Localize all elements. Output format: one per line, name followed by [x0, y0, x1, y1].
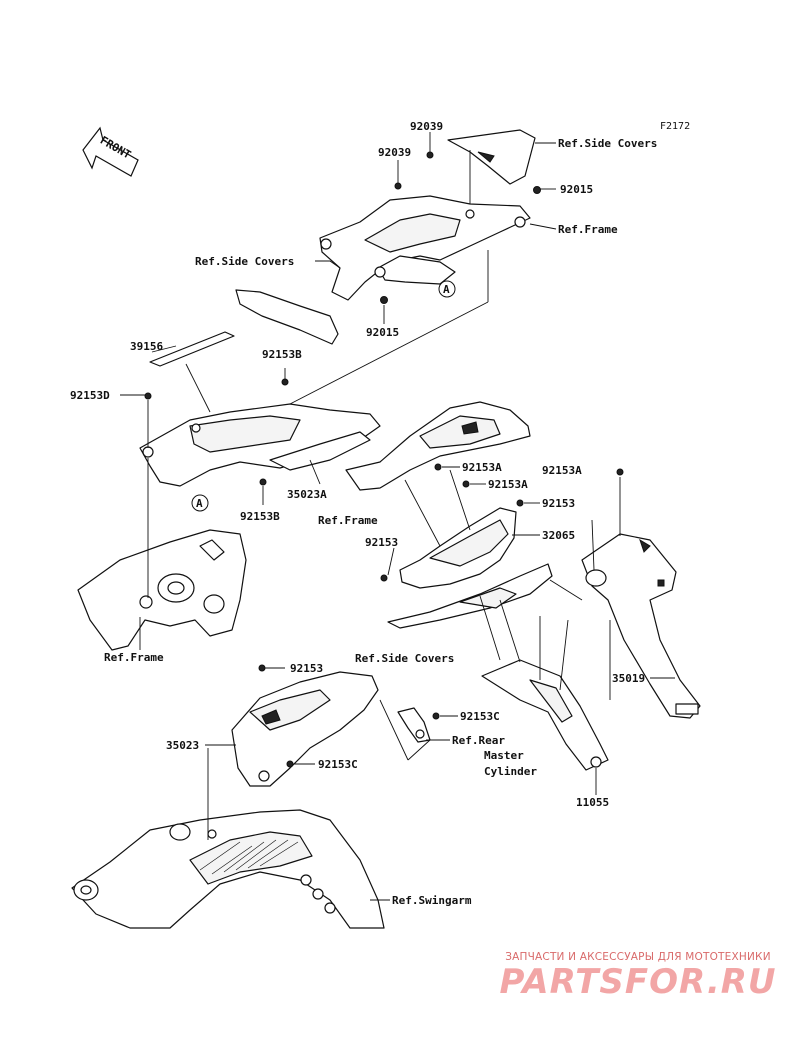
callout-92153a: 92153A — [488, 478, 528, 491]
callout-39156: 39156 — [130, 340, 163, 353]
watermark-tagline: ЗАПЧАСТИ И АКСЕССУАРЫ ДЛЯ МОТОТЕХНИКИ — [505, 951, 771, 963]
rear-subframe-cover-part — [345, 401, 531, 491]
callout-92153c: 92153C — [318, 758, 358, 771]
figure-code: F2172 — [660, 121, 690, 132]
callout-ref-frame: Ref.Frame — [558, 223, 618, 236]
callout-ref-side-covers: Ref.Side Covers — [558, 137, 657, 150]
frame-left-part — [77, 529, 247, 651]
callout-92153c: 92153C — [460, 710, 500, 723]
callout-ref-rear-master-cylinder: Master — [484, 749, 524, 762]
side-cover-mid-part — [387, 563, 553, 629]
callout-92039: 92039 — [378, 146, 411, 159]
callout-11055: 11055 — [576, 796, 609, 809]
side-cover-top-right-part — [447, 129, 536, 185]
front-arrow-icon: FRONT — [82, 126, 139, 177]
callout-92153: 92153 — [542, 497, 575, 510]
callout-92153: 92153 — [365, 536, 398, 549]
callout-ref-frame: Ref.Frame — [318, 514, 378, 527]
callout-92153: 92153 — [290, 662, 323, 675]
inner-fender-part — [139, 378, 381, 487]
callout-ref-rear-master-cylinder: Ref.Rear — [452, 734, 505, 747]
license-bracket-35019-part — [581, 468, 701, 719]
callout-92153b: 92153B — [262, 348, 302, 361]
callout-35023: 35023 — [166, 739, 199, 752]
rear-fender-35023-part — [231, 664, 379, 787]
swingarm-part — [71, 809, 385, 929]
master-cylinder-bracket-part — [397, 707, 440, 743]
marker-a-label: A — [443, 283, 450, 296]
callout-ref-side-covers: Ref.Side Covers — [355, 652, 454, 665]
callout-92015: 92015 — [366, 326, 399, 339]
callout-ref-rear-master-cylinder: Cylinder — [484, 765, 537, 778]
stay-11055-part — [481, 659, 609, 771]
callout-32065: 32065 — [542, 529, 575, 542]
reference-marker-a: A A — [191, 280, 456, 512]
marker-a-label: A — [196, 497, 203, 510]
callout-92039: 92039 — [410, 120, 443, 133]
callout-92153a: 92153A — [462, 461, 502, 474]
callout-35023a: 35023A — [287, 488, 327, 501]
pad-39156-part — [149, 331, 235, 367]
watermark-logo: PARTSFOR.RU — [499, 962, 777, 1002]
callout-35019: 35019 — [612, 672, 645, 685]
leader-lines — [120, 132, 675, 901]
side-cover-left-part — [235, 289, 339, 345]
callout-92153d: 92153D — [70, 389, 110, 402]
callout-92015: 92015 — [560, 183, 593, 196]
callout-92153b: 92153B — [240, 510, 280, 523]
callout-ref-frame: Ref.Frame — [104, 651, 164, 664]
bolt-icon — [380, 151, 541, 304]
callout-ref-swingarm: Ref.Swingarm — [392, 894, 472, 907]
callout-92153a: 92153A — [542, 464, 582, 477]
callout-ref-side-covers: Ref.Side Covers — [195, 255, 294, 268]
top-bracket-part — [319, 195, 531, 301]
